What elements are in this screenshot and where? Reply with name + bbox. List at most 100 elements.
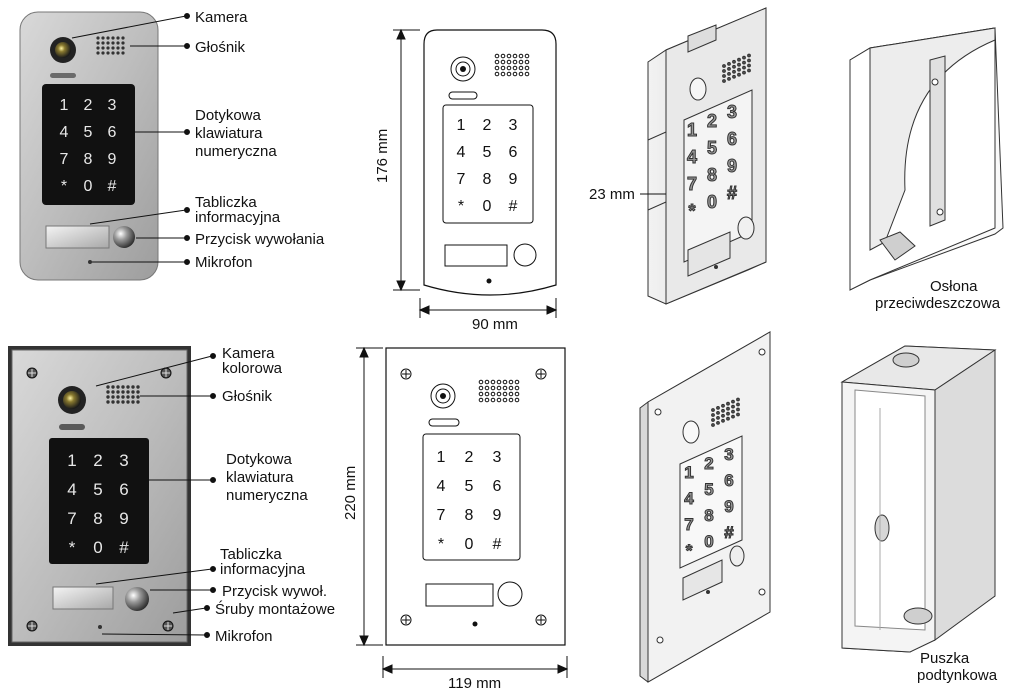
mounting-screw-icon [26,367,38,379]
keypad-key: 7 [437,507,446,524]
grille-hole [524,53,530,59]
grille-hole [101,51,105,55]
grille-hole [494,65,500,71]
keypad-key: 1 [60,97,69,114]
grille-hole [116,385,120,389]
grille-hole [496,391,502,397]
grille-hole [478,391,484,397]
grille-hole [106,36,110,40]
keypad-key: 3 [119,451,128,470]
dim-depth-top: 23 mm [589,186,635,203]
dim-height-bottom: 220 mm [342,466,359,520]
grille-hole [478,397,484,403]
grille-hole [737,57,741,62]
keypad-key: * [686,541,693,560]
grille-hole [732,69,736,74]
grille-hole [131,390,135,394]
grille-hole [106,51,110,55]
label-keypad-bottom-1: Dotykowa [226,451,293,468]
keypad-key: 0 [704,532,713,551]
grille-hole [121,36,125,40]
grille-hole [716,416,720,420]
grille-hole [736,407,740,412]
label-nameplate-bottom-2: informacyjna [220,561,306,578]
grille-hole [731,404,735,409]
keypad-key: # [727,183,737,203]
label-box-2: podtynkowa [917,667,998,684]
grille-hole [111,390,115,394]
keypad-key: 0 [93,538,102,557]
keypad-key: * [69,538,76,557]
grille-hole [490,379,496,385]
nameplate-top [45,225,110,249]
grille-hole [500,53,506,59]
grille-hole [494,71,500,77]
keypad-key: 5 [483,144,492,161]
keypad-key: 4 [437,478,446,495]
grille-hole [121,390,125,394]
grille-hole [116,46,120,50]
grille-hole [502,385,508,391]
label-keypad-bottom-3: numeryczna [226,487,308,504]
label-call-button-top: Przycisk wywołania [195,231,325,248]
mounting-screw-icon [162,620,174,632]
keypad-key: 1 [457,117,466,134]
keypad-key: 0 [483,198,492,215]
mounting-screw-icon [400,614,412,626]
label-nameplate-top-1: Tabliczka [195,194,257,211]
grille-hole [111,41,115,45]
grille-hole [126,385,130,389]
grille-hole [116,41,120,45]
label-rain-cover-1: Osłona [930,278,978,295]
grille-hole [111,385,115,389]
keypad-key: 9 [108,151,117,168]
speaker-grille-perspective-bottom [711,397,740,427]
speaker-grille-top [96,36,125,55]
label-speaker-top: Głośnik [195,39,246,56]
grille-hole [721,418,725,423]
grille-hole [121,385,125,389]
grille-hole [506,71,512,77]
keypad-key: 3 [493,449,502,466]
grille-hole [116,390,120,394]
grille-hole [518,71,524,77]
keypad-key: # [724,523,734,542]
grille-hole [742,60,746,65]
label-nameplate-bottom-1: Tabliczka [220,546,282,563]
keypad-key: 4 [60,124,69,141]
keypad-key: # [108,178,117,195]
grille-hole [106,46,110,50]
grille-hole [518,59,524,65]
label-keypad-top-3: numeryczna [195,143,277,160]
keypad-key: 3 [727,102,737,122]
grille-hole [731,414,735,419]
grille-hole [494,59,500,65]
grille-hole [721,413,725,418]
keypad-key: # [509,198,518,215]
grille-hole [506,59,512,65]
grille-hole [727,62,731,66]
grille-hole [500,65,506,71]
grille-hole [732,64,736,69]
mounting-screws-drawing [400,368,547,626]
label-box-1: Puszka [920,650,970,667]
keypad-key: 3 [509,117,518,134]
keypad-key: # [493,536,502,553]
keypad-key: 4 [684,489,694,508]
label-screws-bottom: Śruby montażowe [215,600,335,618]
grille-hole [721,403,725,408]
grille-hole [711,423,715,427]
grille-hole [478,385,484,391]
label-keypad-top-2: klawiatura [195,125,263,142]
grille-hole [101,41,105,45]
grille-hole [131,385,135,389]
mounting-screw-icon [160,367,172,379]
grille-hole [96,36,100,40]
